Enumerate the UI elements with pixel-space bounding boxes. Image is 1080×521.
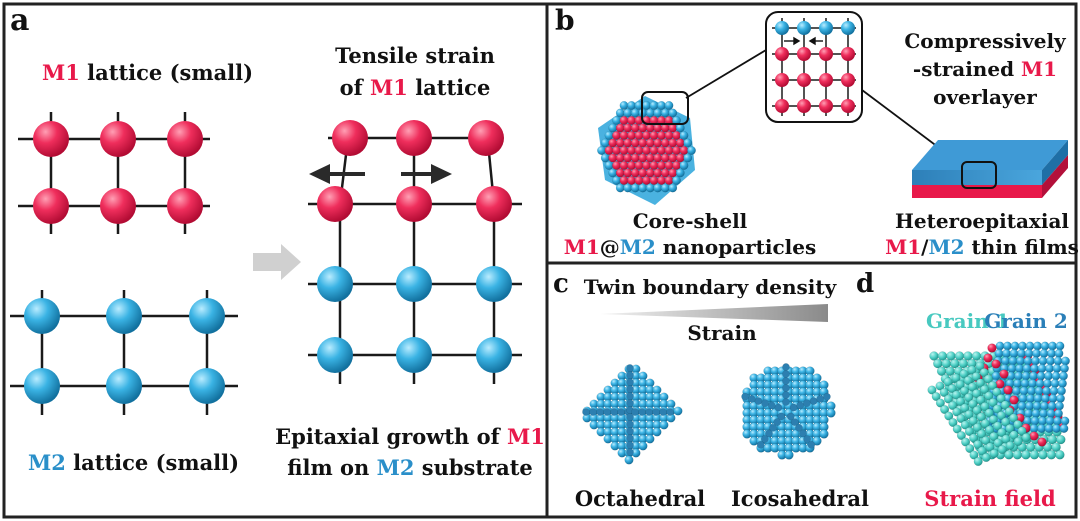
m2-lattice-grid xyxy=(10,290,238,415)
zoom-inset xyxy=(765,11,863,123)
panel-c-label: c xyxy=(553,269,569,299)
tensile-strain-line2: of M1 lattice xyxy=(340,75,491,100)
panel-a-label: a xyxy=(10,3,29,38)
twin-boundary-label: Twin boundary density xyxy=(584,275,838,299)
strain-wedge xyxy=(600,304,828,322)
icosahedral-label: Icosahedral xyxy=(731,486,869,511)
coreshell-line1: Core-shell xyxy=(633,209,748,233)
panel-b: b xyxy=(555,4,1079,259)
panel-a: a M1 lattice (small) xyxy=(10,3,545,480)
panel-c: c Twin boundary density Strain Octahedra… xyxy=(553,269,869,511)
compress-line3: overlayer xyxy=(933,85,1037,109)
zoom-line-left xyxy=(685,49,767,99)
panel-d-label: d xyxy=(856,269,874,299)
panel-b-label: b xyxy=(555,4,575,37)
heteroepitaxial-film xyxy=(912,140,1068,198)
transition-arrow xyxy=(253,244,301,280)
epitaxial-line2: film on M2 substrate xyxy=(287,455,533,480)
grain-boundary-cluster xyxy=(927,341,1070,467)
m2-lattice-title: M2 lattice (small) xyxy=(28,450,239,475)
hetero-line2: M1/M2 thin films xyxy=(885,235,1079,259)
compress-line2: -strained M1 xyxy=(913,57,1057,81)
octahedral-label: Octahedral xyxy=(575,486,705,511)
panel-d: d Grain 1 Grain 2 Strain field xyxy=(856,269,1070,511)
strained-lattice xyxy=(308,120,522,384)
tensile-strain-line1: Tensile strain xyxy=(335,43,495,68)
core-shell-nanoparticle xyxy=(597,96,696,205)
zoom-box-nanoparticle xyxy=(641,91,689,125)
icosahedral-particle xyxy=(741,363,836,460)
zoom-box-film xyxy=(961,161,997,189)
grain-2-label: Grain 2 xyxy=(984,309,1068,333)
hetero-line1: Heteroepitaxial xyxy=(895,209,1069,233)
strain-label: Strain xyxy=(687,321,757,345)
m1-lattice-title: M1 lattice (small) xyxy=(42,60,253,85)
zoom-inset-lattice xyxy=(772,18,856,116)
grain-1-label: Grain 1 xyxy=(926,309,1010,333)
octahedral-particle xyxy=(582,364,683,465)
compress-line1: Compressively xyxy=(904,29,1067,53)
m1-lattice-grid xyxy=(18,112,210,234)
epitaxial-line1: Epitaxial growth of M1 xyxy=(275,424,545,449)
strain-field-label: Strain field xyxy=(924,486,1056,511)
coreshell-line2: M1@M2 nanoparticles xyxy=(564,235,817,259)
